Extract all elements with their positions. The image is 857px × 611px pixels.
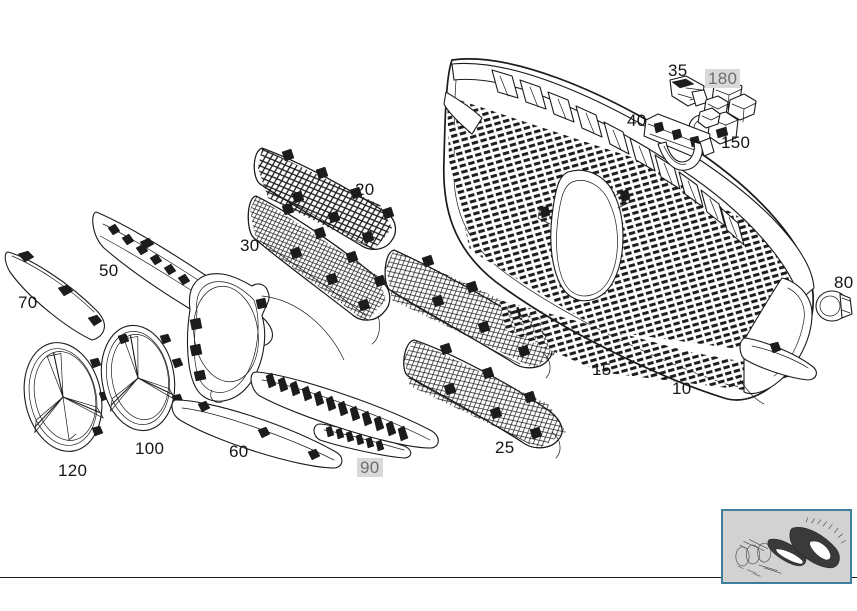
part-120-star-emblem-ring [23,342,111,452]
navigator-preview-image [724,511,849,582]
part-90-louvre-rail [250,371,439,449]
callout-30[interactable]: 30 [240,236,260,255]
callout-20[interactable]: 20 [355,180,375,199]
callout-180[interactable]: 180 [705,69,741,88]
page-divider-left [0,577,721,578]
part-100-star-emblem [100,324,184,432]
part-90-bracket-strip [313,423,412,459]
callout-100[interactable]: 100 [135,439,165,458]
part-70-trim-strip [4,250,105,341]
part-40-bracket [643,113,715,171]
callout-150[interactable]: 150 [721,133,751,152]
callout-10[interactable]: 10 [672,379,692,398]
callout-35[interactable]: 35 [668,61,688,80]
part-90-emblem-carrier [187,273,345,403]
diagram-overview-navigator[interactable] [721,509,852,584]
callout-60[interactable]: 60 [229,442,249,461]
part-60-moulding-lower [171,399,343,469]
part-35-retaining-clip [669,75,709,107]
page-divider-right [852,577,857,578]
callout-120[interactable]: 120 [58,461,88,480]
callout-40[interactable]: 40 [627,111,647,130]
callout-25[interactable]: 25 [495,438,515,457]
callout-80[interactable]: 80 [834,273,854,292]
part-80-sensor-cap [815,290,853,322]
callout-70[interactable]: 70 [18,293,38,312]
callout-90[interactable]: 90 [357,458,383,477]
callout-50[interactable]: 50 [99,261,119,280]
callout-15[interactable]: 15 [592,360,612,379]
